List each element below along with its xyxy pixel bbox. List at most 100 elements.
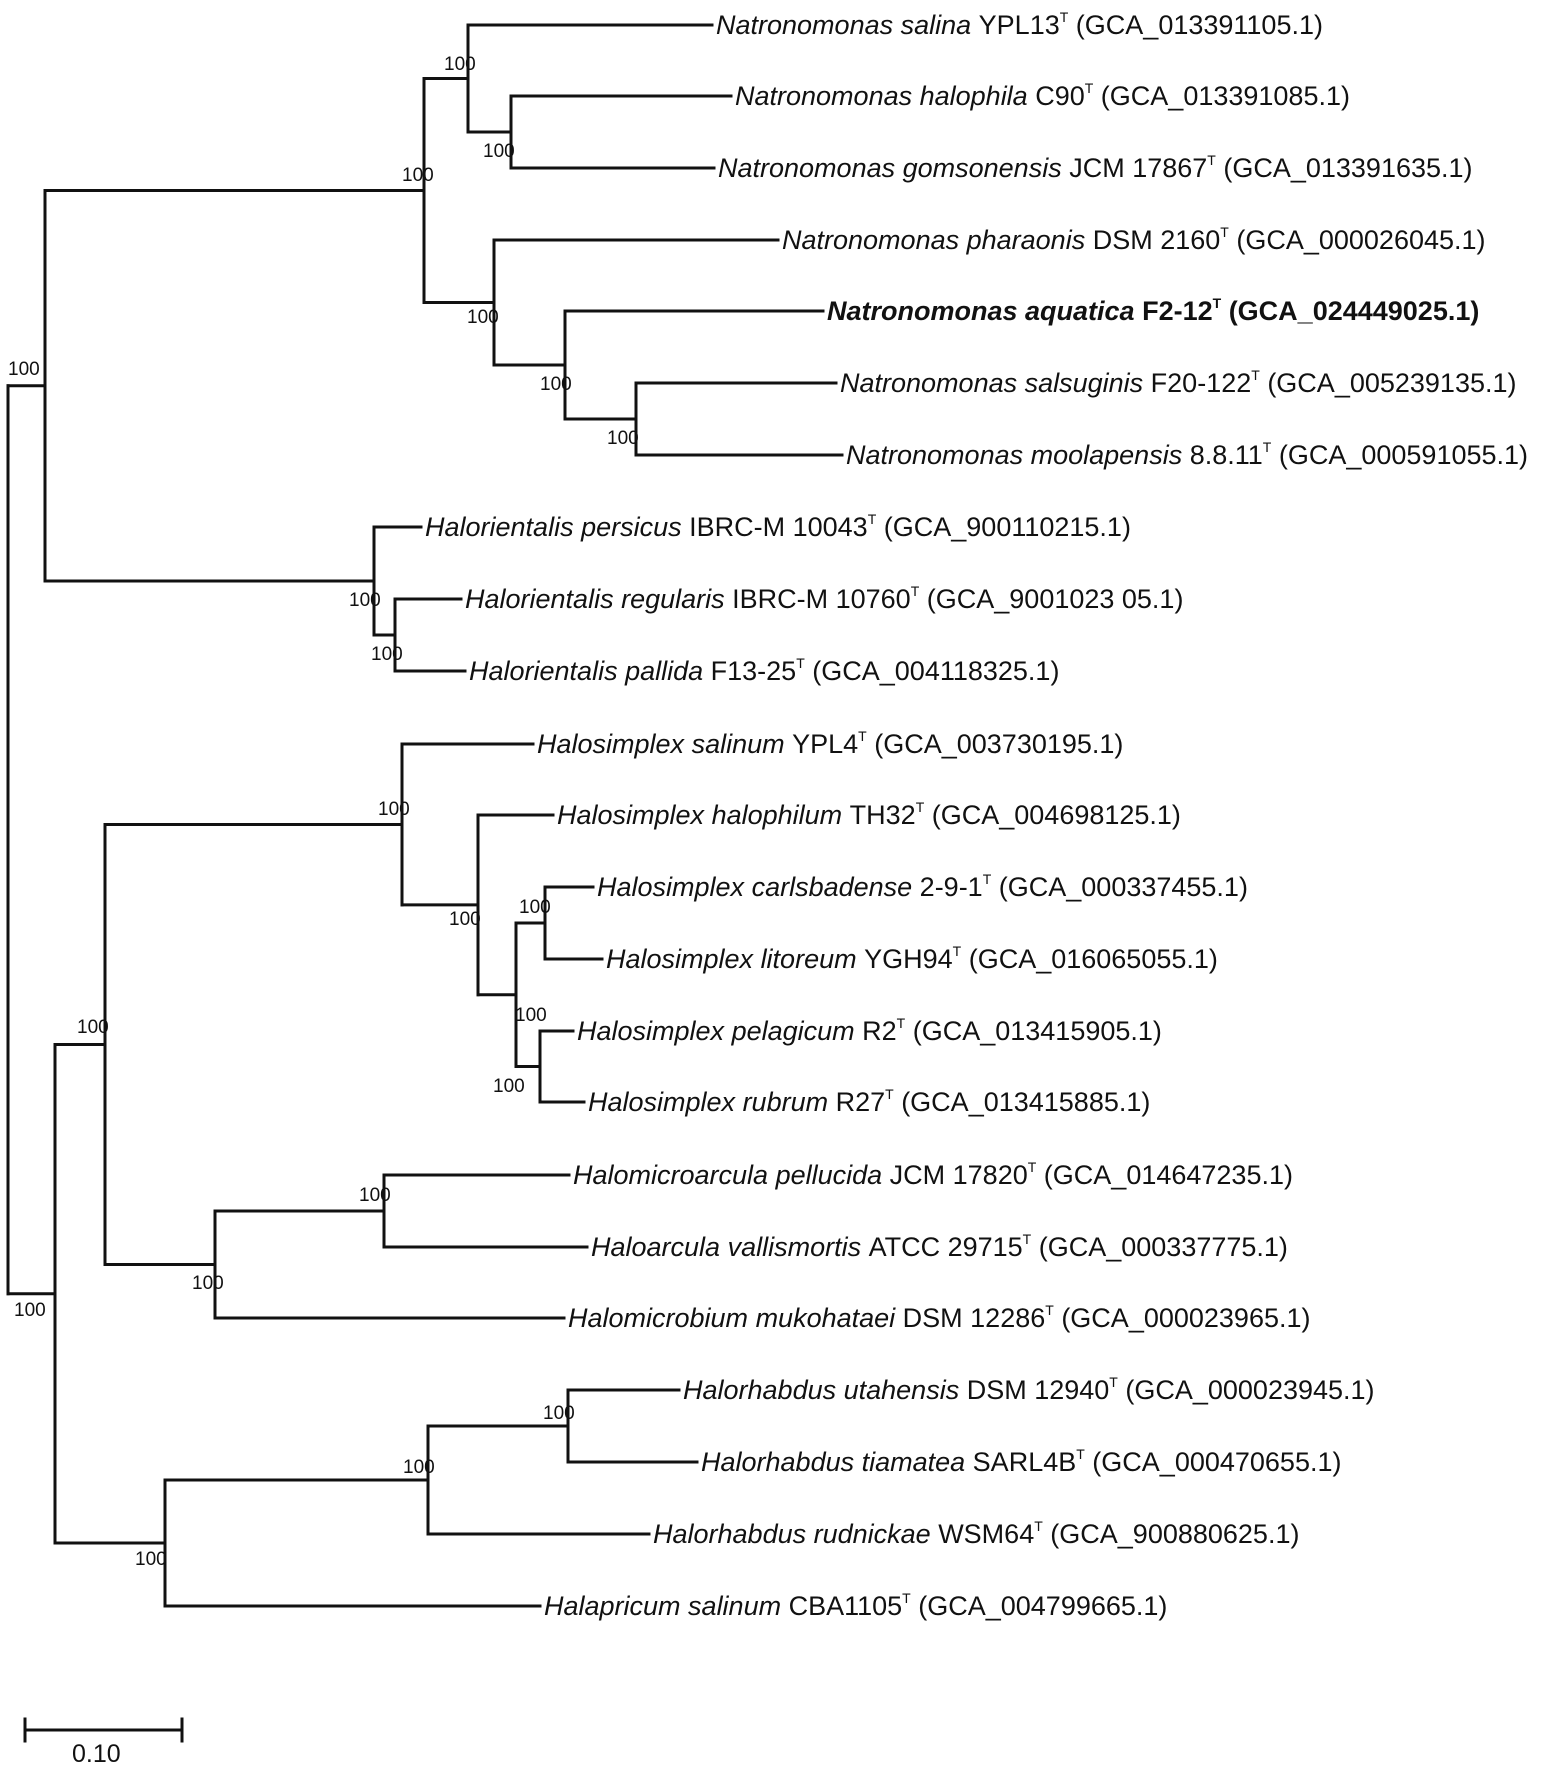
leaf-genus: Halosimplex [588, 1087, 743, 1117]
leaf-label: Halosimplex pelagicum R2T (GCA_013415905… [577, 1015, 1162, 1046]
leaf-genus: Halorientalis [425, 512, 581, 542]
leaf-accession: (GCA_000337775.1) [1031, 1232, 1288, 1262]
leaf-strain: YPL13 [979, 10, 1060, 40]
bootstrap-value: 100 [483, 141, 515, 162]
leaf-label: Haloarcula vallismortis ATCC 29715T (GCA… [591, 1231, 1288, 1262]
leaf-genus: Natronomonas [827, 296, 1025, 326]
leaf-strain: JCM 17867 [1069, 153, 1207, 183]
leaf-species: pallida [624, 656, 711, 686]
bootstrap-value: 100 [493, 1076, 525, 1097]
leaf-strain: JCM 17820 [890, 1160, 1028, 1190]
leaf-strain: R27 [836, 1087, 886, 1117]
leaf-accession: (GCA_013415885.1) [894, 1087, 1151, 1117]
leaf-type-mark: T [1060, 9, 1069, 25]
leaf-species: rudnickae [814, 1519, 939, 1549]
leaf-type-mark: T [1023, 1231, 1032, 1247]
leaf-accession: (GCA_900880625.1) [1043, 1519, 1300, 1549]
leaf-strain: YPL4 [792, 729, 858, 759]
leaf-genus: Natronomonas [846, 440, 1031, 470]
bootstrap-value: 100 [515, 1005, 547, 1026]
leaf-species: vallismortis [728, 1232, 869, 1262]
scale-bar-line [23, 1717, 184, 1743]
leaf-species: carlsbadense [752, 872, 920, 902]
leaf-strain: 8.8.11 [1190, 440, 1263, 470]
leaf-type-mark: T [897, 1015, 906, 1031]
leaf-label: Halorientalis pallida F13-25T (GCA_00411… [469, 655, 1059, 686]
leaf-genus: Halapricum [544, 1591, 688, 1621]
bootstrap-value: 100 [449, 909, 481, 930]
bootstrap-value: 100 [192, 1273, 224, 1294]
leaf-label: Halosimplex carlsbadense 2-9-1T (GCA_000… [597, 871, 1248, 902]
leaf-strain: ATCC 29715 [869, 1232, 1023, 1262]
bootstrap-value: 100 [444, 54, 476, 75]
leaf-strain: IBRC-M 10760 [732, 584, 911, 614]
bootstrap-value: 100 [359, 1185, 391, 1206]
leaf-strain: F13-25 [711, 656, 797, 686]
leaf-species: persicus [580, 512, 689, 542]
leaf-genus: Natronomonas [735, 81, 920, 111]
leaf-species: salinum [692, 729, 793, 759]
bootstrap-value: 100 [135, 1549, 167, 1570]
leaf-genus: Halosimplex [557, 800, 712, 830]
leaf-accession: (GCA_000591055.1) [1271, 440, 1528, 470]
leaf-accession: (GCA_000470655.1) [1085, 1447, 1342, 1477]
leaf-type-mark: T [1207, 152, 1216, 168]
bootstrap-value: 100 [8, 359, 40, 380]
leaf-accession: (GCA_003730195.1) [867, 729, 1124, 759]
leaf-genus: Halomicrobium [568, 1303, 756, 1333]
leaf-species: salsuginis [1025, 368, 1151, 398]
leaf-strain: DSM 12286 [903, 1303, 1046, 1333]
bootstrap-value: 100 [540, 374, 572, 395]
leaf-label: Natronomonas gomsonensis JCM 17867T (GCA… [718, 152, 1473, 183]
leaf-label: Halapricum salinum CBA1105T (GCA_0047996… [544, 1590, 1167, 1621]
bootstrap-value: 100 [378, 799, 410, 820]
leaf-species: moolapensis [1031, 440, 1190, 470]
scale-bar: 0.10 [23, 1717, 184, 1765]
leaf-label: Halomicrobium mukohataei DSM 12286T (GCA… [568, 1302, 1310, 1333]
leaf-species: aquatica [1025, 296, 1142, 326]
leaf-label: Natronomonas salina YPL13T (GCA_01339110… [716, 9, 1323, 40]
bootstrap-values: 100 100 100 100 100 100 100 100 100 100 100 100 100 1… [8, 54, 639, 1570]
leaf-label: Natronomonas salsuginis F20-122T (GCA_00… [840, 367, 1516, 398]
scale-bar-label: 0.10 [72, 1740, 121, 1765]
leaf-genus: Natronomonas [716, 10, 901, 40]
leaf-type-mark: T [885, 1086, 894, 1102]
bootstrap-value: 100 [607, 428, 639, 449]
leaf-strain: WSM64 [938, 1519, 1034, 1549]
leaf-type-mark: T [1213, 295, 1222, 311]
leaf-genus: Halorhabdus [653, 1519, 814, 1549]
bootstrap-value: 100 [14, 1300, 46, 1321]
leaf-accession: (GCA_016065055.1) [961, 944, 1218, 974]
bootstrap-value: 100 [403, 1457, 435, 1478]
leaf-genus: Halorientalis [465, 584, 621, 614]
leaf-strain: DSM 12940 [967, 1375, 1110, 1405]
leaf-accession: (GCA_013415905.1) [905, 1016, 1162, 1046]
leaf-label: Halorientalis regularis IBRC-M 10760T (G… [465, 583, 1183, 614]
leaf-type-mark: T [1263, 439, 1272, 455]
leaf-species: pelagicum [731, 1016, 863, 1046]
leaf-accession: (GCA_013391635.1) [1216, 153, 1473, 183]
leaf-strain: YGH94 [864, 944, 953, 974]
leaf-species: salinum [688, 1591, 789, 1621]
leaf-species: utahensis [844, 1375, 967, 1405]
leaf-genus: Halosimplex [577, 1016, 732, 1046]
bootstrap-value: 100 [519, 897, 551, 918]
leaf-type-mark: T [1045, 1302, 1054, 1318]
leaf-strain: DSM 2160 [1093, 225, 1221, 255]
leaf-species: halophilum [712, 800, 850, 830]
leaf-accession: (GCA_000026045.1) [1229, 225, 1486, 255]
leaf-strain: F2-12 [1142, 296, 1213, 326]
leaf-label: Natronomonas halophila C90T (GCA_0133910… [735, 80, 1350, 111]
leaf-genus: Halorhabdus [701, 1447, 862, 1477]
bootstrap-value: 100 [371, 644, 403, 665]
leaf-accession: (GCA_004118325.1) [805, 656, 1060, 686]
leaf-label: Halosimplex halophilum TH32T (GCA_004698… [557, 799, 1181, 830]
leaf-strain: 2-9-1 [920, 872, 983, 902]
leaf-type-mark: T [796, 655, 805, 671]
leaf-type-mark: T [1251, 367, 1260, 383]
leaf-species: pharaonis [966, 225, 1093, 255]
leaf-species: rubrum [743, 1087, 836, 1117]
bootstrap-value: 100 [77, 1017, 109, 1038]
leaf-accession: (GCA_9001023 05.1) [919, 584, 1183, 614]
leaf-type-mark: T [858, 728, 867, 744]
